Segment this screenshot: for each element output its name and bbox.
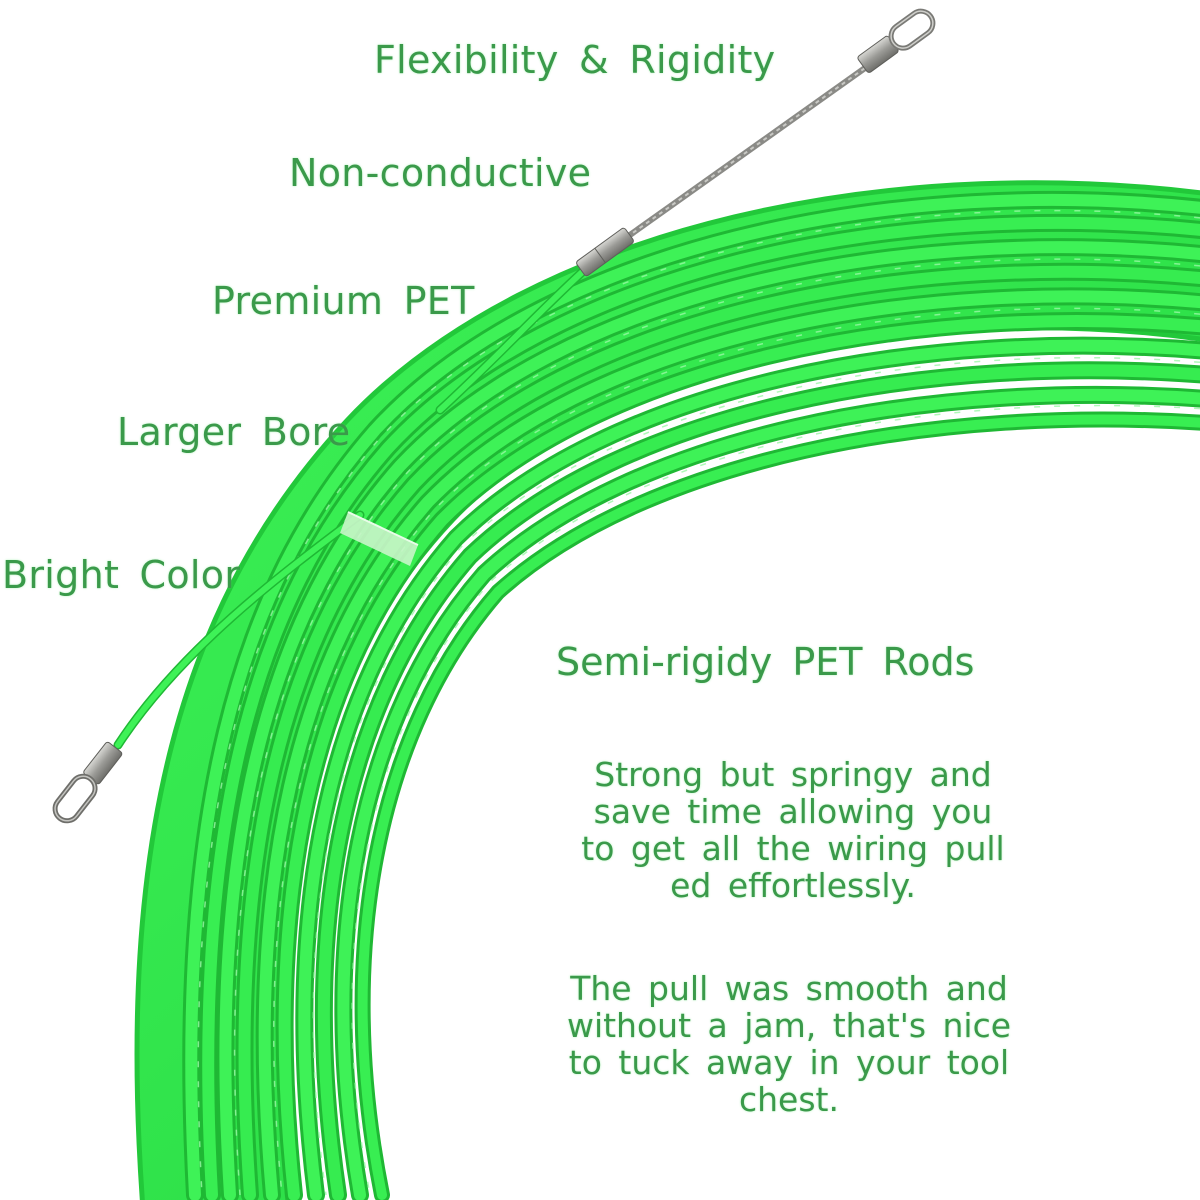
paragraph-1-line: Strong but springy and — [594, 755, 992, 794]
steel-leader-cable-icon — [618, 65, 867, 245]
paragraph-1-line: save time allowing you — [593, 792, 993, 831]
cable-tie-icon — [340, 511, 419, 566]
feature-label-premium-pet: Premium PET — [212, 279, 475, 323]
paragraph-1-line: ed effortlessly. — [670, 866, 916, 905]
feature-label-non-conductive: Non-conductive — [289, 151, 592, 195]
metal-eyelet-tip-icon — [857, 8, 936, 73]
metal-eyelet-tip-icon — [52, 741, 123, 824]
description-paragraph-1: Strong but springy and save time allowin… — [548, 756, 1038, 904]
paragraph-2-line: The pull was smooth and — [570, 969, 1008, 1008]
paragraph-2-line: to tuck away in your tool — [568, 1043, 1010, 1082]
feature-label-bright-color: Bright Color — [2, 553, 241, 597]
metal-ferrule-icon — [576, 227, 634, 277]
paragraph-2-line: chest. — [739, 1080, 839, 1119]
feature-label-flexibility: Flexibility & Rigidity — [374, 38, 776, 82]
feature-label-larger-bore: Larger Bore — [117, 410, 351, 454]
paragraph-1-line: to get all the wiring pull — [581, 829, 1005, 868]
paragraph-2-line: without a jam, that's nice — [566, 1006, 1012, 1045]
description-paragraph-2: The pull was smooth and without a jam, t… — [544, 970, 1034, 1118]
product-heading: Semi-rigidy PET Rods — [556, 640, 975, 684]
